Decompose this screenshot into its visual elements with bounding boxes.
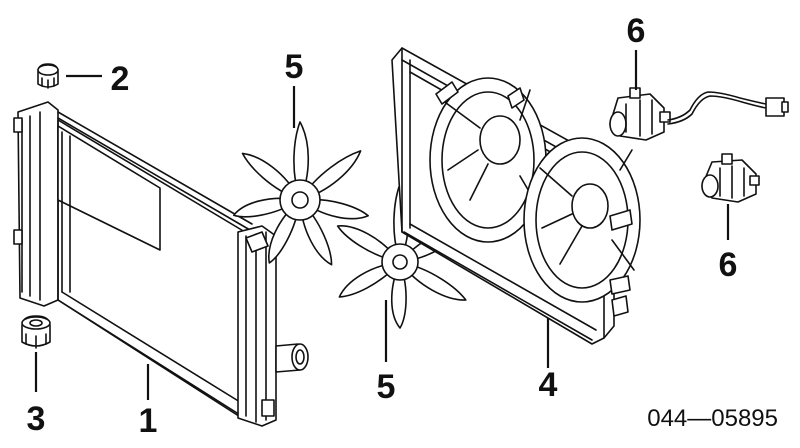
fan-motor-lower xyxy=(701,153,760,203)
callout-fan-lower: 5 xyxy=(377,368,396,406)
drawing-code: 044—05895 xyxy=(647,405,778,432)
callout-fan-upper: 5 xyxy=(285,48,304,86)
motor-wire-harness xyxy=(667,91,767,121)
radiator xyxy=(13,101,309,427)
callout-fan-shroud: 4 xyxy=(539,366,558,404)
radiator-drain-plug xyxy=(261,399,275,417)
radiator-left-nub xyxy=(13,117,23,133)
callout-motor-lower: 6 xyxy=(719,246,738,284)
radiator-outlet-pipe xyxy=(275,343,309,373)
fan-motor-upper xyxy=(609,87,789,141)
radiator-left-tank xyxy=(17,101,59,307)
callout-mount-cushion: 3 xyxy=(27,400,46,438)
callout-motor-upper: 6 xyxy=(627,12,646,50)
callout-radiator-cap: 2 xyxy=(111,60,130,98)
mount-cushion xyxy=(21,315,51,349)
fan-blade-upper xyxy=(232,121,370,266)
radiator-cap xyxy=(37,63,59,89)
callout-radiator: 1 xyxy=(139,402,158,440)
fan-shroud xyxy=(391,47,641,345)
